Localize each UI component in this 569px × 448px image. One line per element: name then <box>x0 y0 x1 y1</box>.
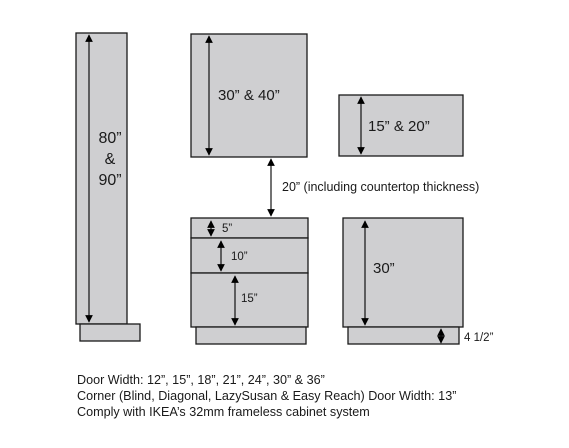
drawer-top <box>190 217 309 239</box>
corner-door-width-note: Corner (Blind, Diagonal, LazySusan & Eas… <box>77 389 457 403</box>
tall-cabinet-toe-kick <box>79 323 141 342</box>
drawer-base-cabinet: 5” 10” 15” <box>190 217 309 345</box>
base-cabinet-toe-kick <box>347 326 460 345</box>
wall-height-label: 30” & 40” <box>218 87 280 104</box>
base-cabinet: 30” 4 1/2” <box>342 217 494 345</box>
small-wall-cabinet: 15” & 20” <box>338 94 464 157</box>
tall-height-label-line1: 80” <box>98 130 121 147</box>
door-width-note: Door Width: 12”, 15”, 18”, 21”, 24”, 30”… <box>77 373 325 387</box>
base-height-label: 30” <box>373 260 395 277</box>
drawer-middle <box>190 237 309 274</box>
notes-block: Door Width: 12”, 15”, 18”, 21”, 24”, 30”… <box>77 372 456 420</box>
drawer-top-label: 5” <box>222 223 232 235</box>
tall-cabinet: 80” & 90” <box>75 32 141 342</box>
drawer-bottom <box>190 272 309 328</box>
small-wall-height-label: 15” & 20” <box>368 118 430 135</box>
wall-cabinet: 30” & 40” <box>190 33 308 158</box>
tall-height-label-line3: 90” <box>98 172 121 189</box>
tall-height-label-line2: & <box>105 151 116 168</box>
gap-label: 20” (including countertop thickness) <box>282 180 479 194</box>
toe-kick-label: 4 1/2” <box>464 332 494 344</box>
base-cabinet-body <box>342 217 464 328</box>
ikea-system-note: Comply with IKEA’s 32mm frameless cabine… <box>77 405 370 419</box>
drawer-middle-label: 10” <box>231 251 248 263</box>
gap-dimension: 20” (including countertop thickness) <box>267 158 479 217</box>
tall-cabinet-body <box>75 32 128 325</box>
drawer-bottom-label: 15” <box>241 293 258 305</box>
drawer-base-toe-kick <box>195 326 307 345</box>
